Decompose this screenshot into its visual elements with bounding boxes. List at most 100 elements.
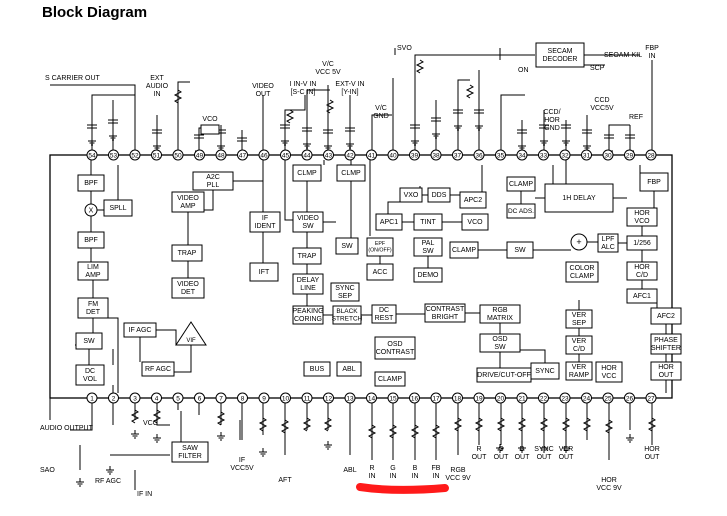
g-out-label: OUT bbox=[494, 454, 510, 461]
ground-symbol bbox=[153, 434, 161, 443]
pin-20: 20 bbox=[495, 392, 506, 404]
block-label: SECAM bbox=[548, 48, 573, 55]
vc-vcc-label: VCC 5V bbox=[315, 69, 341, 76]
block-delay-1h: 1H DELAY bbox=[544, 183, 614, 213]
fb-in-label: FB bbox=[432, 465, 441, 472]
block-label: CLMP bbox=[341, 170, 361, 177]
hor-vcc-bottom-label: HOR bbox=[601, 477, 617, 484]
block-label: FBP bbox=[647, 179, 661, 186]
block-label: DEMO bbox=[418, 272, 440, 279]
ref-label: REF bbox=[629, 114, 643, 121]
resistor-symbol bbox=[465, 84, 475, 99]
ground-symbol bbox=[475, 122, 483, 131]
ground-symbol bbox=[131, 430, 139, 439]
block-label: TINT bbox=[420, 219, 436, 226]
ver-out-label: OUT bbox=[559, 454, 575, 461]
block-label: OSD bbox=[492, 336, 507, 343]
pin-23: 23 bbox=[559, 392, 571, 404]
pin-49: 49 bbox=[194, 149, 205, 161]
block-label: OSD bbox=[387, 341, 402, 348]
block-label: DC bbox=[85, 368, 95, 375]
secam-kil-label: SEOAM-KIL bbox=[604, 52, 642, 59]
pin-29: 29 bbox=[624, 149, 635, 161]
resistor-symbol bbox=[496, 417, 506, 432]
capacitor-symbol bbox=[152, 129, 162, 134]
resistor-symbol bbox=[517, 417, 527, 432]
ground-symbol bbox=[109, 132, 117, 141]
pin-46: 46 bbox=[258, 149, 270, 161]
pin-50: 50 bbox=[172, 149, 184, 161]
pin-25: 25 bbox=[602, 392, 614, 404]
ccd-vcc-label: VCC5V bbox=[590, 105, 614, 112]
resistor-symbol bbox=[285, 109, 295, 124]
block-if-agc: IF AGC bbox=[123, 322, 157, 338]
block-label: PEAKING bbox=[292, 308, 323, 315]
pin-42: 42 bbox=[344, 149, 356, 161]
block-acc: ACC bbox=[366, 263, 394, 281]
pin-2: 2 bbox=[108, 392, 119, 404]
ext-v-in-label: [Y-IN] bbox=[341, 89, 358, 96]
block-fbp: FBP bbox=[639, 172, 669, 192]
block-bpf1: BPF bbox=[77, 174, 105, 192]
block-label: CLMP bbox=[297, 170, 317, 177]
block-clmp2: CLMP bbox=[336, 164, 366, 182]
pin-38: 38 bbox=[430, 149, 442, 161]
resistor-symbol bbox=[582, 417, 592, 432]
block-label: DC bbox=[379, 307, 389, 314]
pin-number: 28 bbox=[647, 153, 655, 160]
block-label: EPF bbox=[375, 241, 385, 247]
block-rf-agc: RF AGC bbox=[141, 361, 175, 377]
pin-number: 31 bbox=[583, 153, 591, 160]
block-label: BUS bbox=[310, 366, 325, 373]
block-label: CLAMP bbox=[452, 247, 476, 254]
block-label: DET bbox=[181, 289, 196, 296]
ground-symbol bbox=[562, 137, 570, 146]
video-out-label: VIDEO bbox=[252, 83, 274, 90]
resistor-symbol bbox=[474, 417, 484, 432]
pin-number: 51 bbox=[153, 153, 161, 160]
pin-35: 35 bbox=[495, 149, 506, 161]
block-label: BPF bbox=[84, 180, 98, 187]
resistor-symbol bbox=[325, 99, 335, 114]
pin-41: 41 bbox=[366, 149, 377, 161]
pin-number: 4 bbox=[155, 396, 159, 403]
ccd-vcc-label: CCD bbox=[594, 97, 609, 104]
pin-number: 18 bbox=[454, 396, 462, 403]
capacitor-symbol bbox=[323, 129, 333, 134]
ground-symbol bbox=[583, 142, 591, 151]
resistor-symbol bbox=[173, 89, 183, 104]
block-label: TRAP bbox=[298, 253, 317, 260]
b-in-label: IN bbox=[412, 473, 419, 480]
pin-number: 11 bbox=[304, 396, 311, 403]
pin-31: 31 bbox=[581, 149, 592, 161]
block-label: CORING bbox=[294, 316, 322, 323]
pin-number: 38 bbox=[432, 153, 440, 160]
pin-number: 53 bbox=[110, 153, 118, 160]
g-out-label: G bbox=[498, 446, 503, 453]
pin-51: 51 bbox=[151, 149, 162, 161]
pin-number: 27 bbox=[647, 396, 655, 403]
b-out-label: B bbox=[520, 446, 525, 453]
pin-12: 12 bbox=[323, 392, 334, 404]
block-label: SW bbox=[83, 338, 95, 345]
block-drive-cutoff: DRIVE/CUT-OFF bbox=[476, 367, 532, 383]
pin-number: 20 bbox=[497, 396, 505, 403]
pin-30: 30 bbox=[602, 149, 614, 161]
pin-number: 48 bbox=[217, 153, 225, 160]
pin-number: 47 bbox=[239, 153, 247, 160]
resistor-symbol bbox=[216, 411, 226, 426]
block-trap2: TRAP bbox=[292, 247, 322, 265]
resistor-symbol bbox=[323, 417, 333, 432]
aft-label: AFT bbox=[278, 477, 292, 484]
pin-number: 46 bbox=[260, 153, 268, 160]
capacitor-symbol bbox=[237, 137, 247, 142]
rgb-vcc-label: RGB bbox=[450, 467, 466, 474]
sync-out-label: SYNC bbox=[534, 446, 553, 453]
pin-number: 30 bbox=[604, 153, 612, 160]
ccd-hor-gnd-label: CCD/ bbox=[543, 109, 560, 116]
